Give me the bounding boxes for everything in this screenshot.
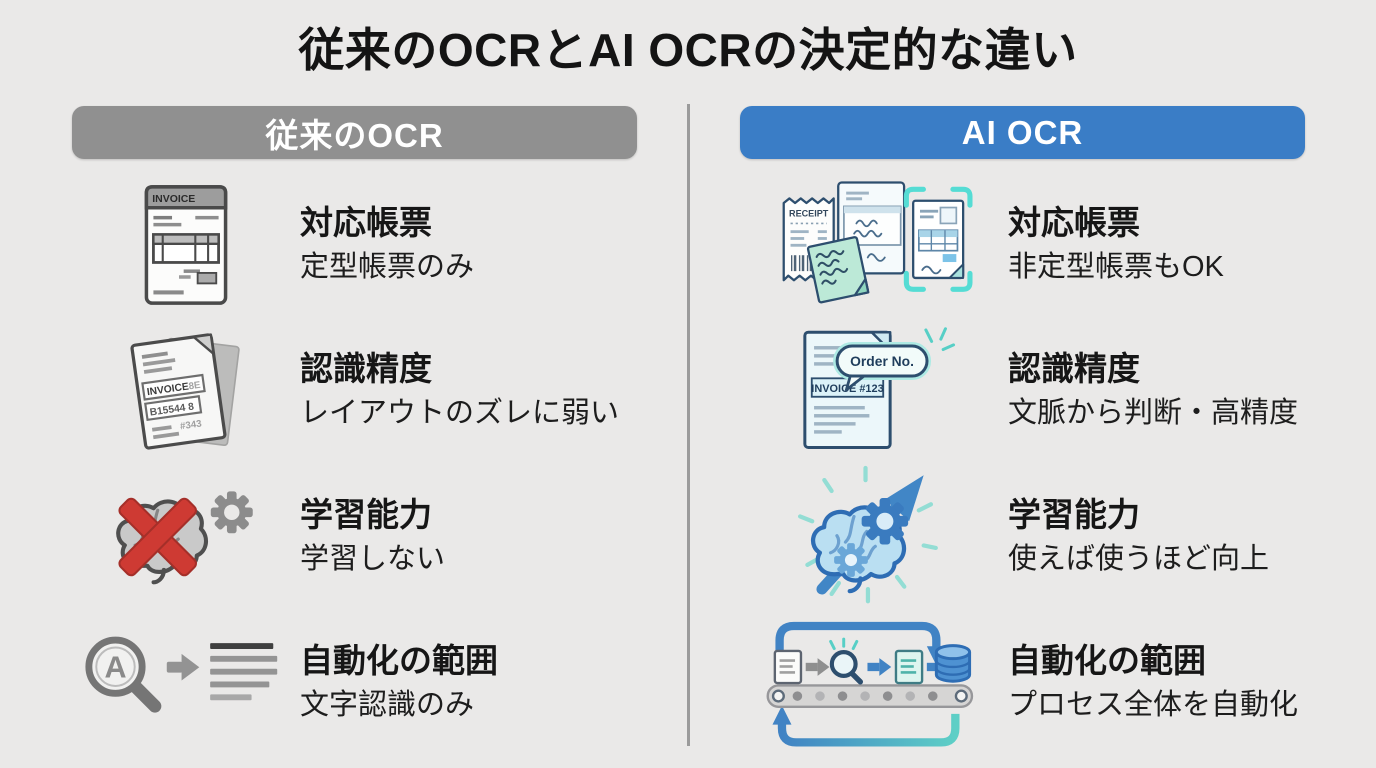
page-title: 従来のOCRとAI OCRの決定的な違い	[298, 24, 1078, 76]
ai-ocr-column: AI OCR	[740, 106, 1305, 756]
row-title: 自動化の範囲	[300, 642, 498, 680]
invoice-document-icon: INVOICE	[144, 185, 228, 305]
legacy-ocr-header: 従来のOCR	[72, 106, 637, 159]
conveyor-belt-icon	[766, 684, 974, 708]
row-title: 学習能力	[300, 496, 432, 534]
row-text: 自動化の範囲 文字認識のみ	[300, 641, 498, 724]
learning-brain-icon	[797, 465, 938, 604]
table-row: INVOICE	[72, 172, 637, 318]
row-text: 対応帳票 非定型帳票もOK	[1008, 203, 1224, 286]
row-icon-box	[740, 607, 1008, 759]
input-document-icon	[773, 649, 803, 685]
loop-arrow-bottom-icon	[772, 705, 960, 747]
row-text: 自動化の範囲 プロセス全体を自動化	[1008, 641, 1298, 724]
table-row: 自動化の範囲 プロセス全体を自動化	[740, 610, 1305, 756]
digitized-document-icon	[894, 649, 924, 685]
row-desc: 文脈から判断・高精度	[1008, 396, 1299, 429]
row-title: 認識精度	[1008, 350, 1140, 388]
row-icon-box	[740, 463, 1008, 611]
column-divider	[687, 104, 690, 746]
text-lines-icon	[210, 643, 278, 701]
no-learning-brain-icon	[96, 491, 253, 599]
garbled-footer: #343	[179, 418, 203, 432]
table-row: A	[72, 610, 637, 756]
arrow-right-icon	[166, 653, 200, 681]
bubble-label: Order No.	[850, 353, 914, 369]
row-title: 学習能力	[1008, 496, 1140, 534]
arrow-right-icon	[805, 658, 830, 676]
gear-icon	[210, 491, 253, 534]
table-row: RECEIPT	[740, 172, 1305, 318]
red-x-icon	[118, 497, 197, 577]
row-text: 認識精度 文脈から判断・高精度	[1008, 349, 1298, 432]
scan-magnifier-icon	[829, 637, 864, 685]
magnifier-a-icon: A	[85, 636, 162, 713]
row-title: 対応帳票	[300, 204, 432, 242]
row-text: 学習能力 学習しない	[300, 495, 445, 578]
row-icon-box: A	[72, 631, 300, 735]
lens-letter: A	[104, 651, 126, 685]
table-row: 学習能力 使えば使うほど向上	[740, 464, 1305, 610]
row-icon-box: INVOICE	[72, 181, 300, 309]
row-text: 認識精度 レイアウトのズレに弱い	[300, 349, 619, 432]
sparkle-icon	[924, 327, 956, 352]
legacy-rows: INVOICE	[72, 172, 637, 756]
invoice-label: INVOICE	[152, 194, 195, 205]
scan-brackets-icon	[903, 186, 973, 292]
magnifier-text-icon: A	[85, 636, 278, 713]
legacy-ocr-column: 従来のOCR INVOICE	[72, 106, 637, 756]
row-desc: 学習しない	[300, 542, 446, 575]
row-icon-box: RECEIPT	[740, 178, 1008, 312]
table-row: 学習能力 学習しない	[72, 464, 637, 610]
gear-icon	[861, 497, 909, 545]
table-row: INVOICE #123 Order No.	[740, 318, 1305, 464]
row-text: 学習能力 使えば使うほど向上	[1008, 495, 1269, 578]
arrow-right-icon	[867, 658, 892, 676]
row-title: 対応帳票	[1008, 204, 1140, 242]
ai-ocr-header: AI OCR	[740, 106, 1305, 159]
row-title: 認識精度	[300, 350, 432, 388]
sparkle-rays-icon	[797, 465, 938, 604]
row-desc: 使えば使うほど向上	[1008, 542, 1270, 575]
receipt-label: RECEIPT	[789, 209, 829, 219]
handwritten-note-icon	[806, 236, 870, 304]
row-desc: 非定型帳票もOK	[1008, 250, 1224, 283]
table-row: INVOICE 8E B15544 8 #343 認識精度 レイアウトのズレに弱…	[72, 318, 637, 464]
row-text: 対応帳票 定型帳票のみ	[300, 203, 474, 286]
gear-icon	[834, 543, 868, 577]
context-detection-icon: INVOICE #123 Order No.	[803, 327, 956, 449]
row-desc: レイアウトのズレに弱い	[300, 396, 620, 429]
row-icon-box: INVOICE 8E B15544 8 #343	[72, 324, 300, 458]
garbled-text: 8E	[188, 380, 202, 393]
row-desc: 定型帳票のみ	[300, 250, 475, 283]
various-documents-icon: RECEIPT	[782, 181, 973, 304]
row-desc: プロセス全体を自動化	[1008, 688, 1299, 721]
misaligned-invoice-icon: INVOICE 8E B15544 8 #343	[130, 333, 240, 450]
row-icon-box: INVOICE #123 Order No.	[740, 323, 1008, 459]
row-title: 自動化の範囲	[1008, 642, 1206, 680]
pipeline-automation-icon	[766, 621, 974, 747]
order-no-bubble-icon: Order No.	[833, 342, 932, 392]
scanned-invoice-icon	[912, 199, 965, 280]
database-icon	[934, 644, 972, 683]
ai-rows: RECEIPT	[740, 172, 1305, 756]
row-icon-box	[72, 475, 300, 599]
row-desc: 文字認識のみ	[300, 688, 475, 721]
